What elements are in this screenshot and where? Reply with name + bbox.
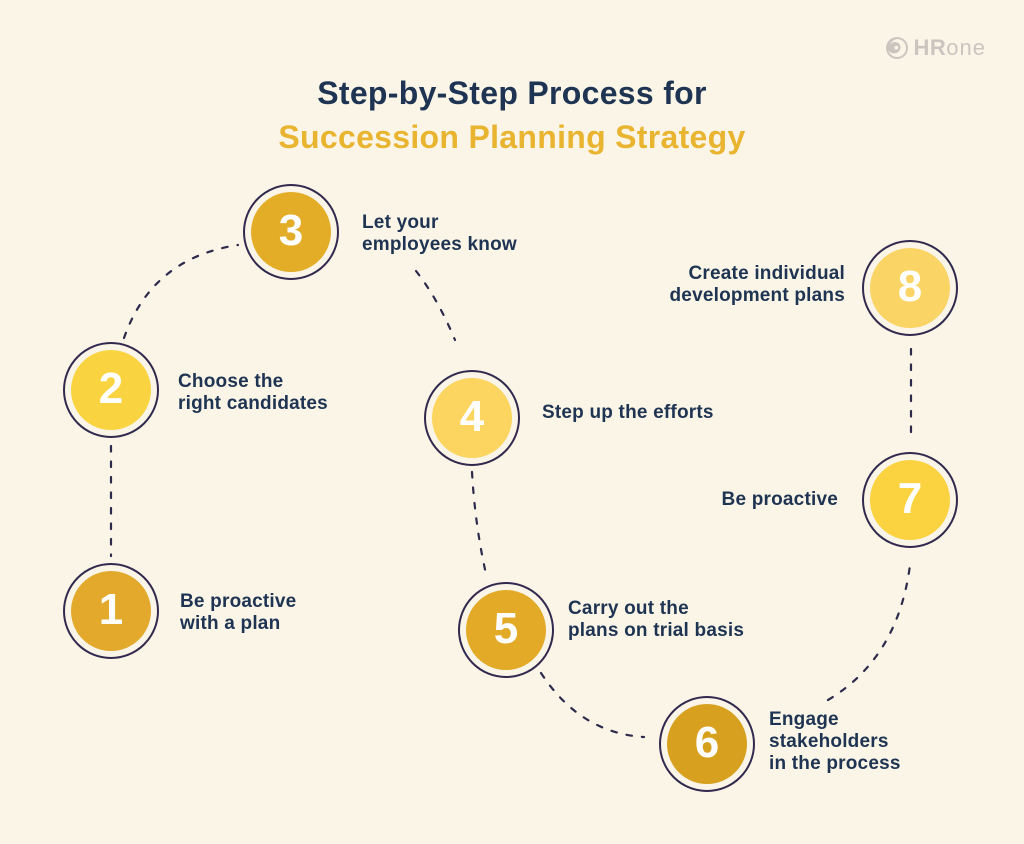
step-2-circle: 2 [63, 342, 159, 438]
step-4-circle: 4 [424, 370, 520, 466]
connector-4-5 [470, 470, 488, 576]
step-3-circle-fill: 3 [251, 192, 331, 272]
step-6-label: Engage stakeholders in the process [769, 709, 901, 774]
page-title-line2: Succession Planning Strategy [278, 119, 746, 156]
step-4-circle-fill: 4 [432, 378, 512, 458]
step-1-label: Be proactive with a plan [180, 591, 297, 634]
step-8-number: 8 [897, 262, 923, 311]
hrone-logo-text: HRone [914, 36, 987, 60]
step-1-number: 1 [98, 585, 124, 634]
step-3-number: 3 [278, 206, 304, 255]
step-7-number: 7 [897, 474, 923, 523]
connector-6-7 [826, 563, 912, 702]
step-6-circle: 6 [659, 696, 755, 792]
step-4-number: 4 [459, 392, 485, 441]
step-5-number: 5 [493, 604, 519, 653]
connector-3-4 [414, 269, 457, 342]
connector-5-6 [539, 671, 646, 739]
step-5-label: Carry out the plans on trial basis [568, 598, 745, 641]
step-7-circle-fill: 7 [870, 460, 950, 540]
hrone-logo-light: one [946, 35, 986, 60]
step-7-circle: 7 [862, 452, 958, 548]
step-2-number: 2 [98, 364, 124, 413]
step-3-label: Let your employees know [362, 212, 517, 255]
page-title-line1: Step-by-Step Process for [317, 75, 707, 112]
step-2-label: Choose the right candidates [178, 371, 328, 414]
step-6-circle-fill: 6 [667, 704, 747, 784]
page-title: Step-by-Step Process for Succession Plan… [0, 71, 1024, 159]
step-5-circle: 5 [458, 582, 554, 678]
hrone-logo-icon [885, 37, 908, 59]
step-8-label: Create individual development plans [669, 263, 845, 306]
step-1-circle-fill: 1 [71, 571, 151, 651]
step-8-circle: 8 [862, 240, 958, 336]
step-2-circle-fill: 2 [71, 350, 151, 430]
step-4-label: Step up the efforts [542, 402, 714, 423]
step-7-label: Be proactive [721, 489, 838, 510]
connector-2-3 [122, 243, 240, 340]
step-5-circle-fill: 5 [466, 590, 546, 670]
step-6-number: 6 [694, 718, 720, 767]
step-8-circle-fill: 8 [870, 248, 950, 328]
hrone-logo-bold: HR [913, 35, 947, 60]
step-3-circle: 3 [243, 184, 339, 280]
hrone-logo: HRone [885, 36, 987, 60]
step-1-circle: 1 [63, 563, 159, 659]
